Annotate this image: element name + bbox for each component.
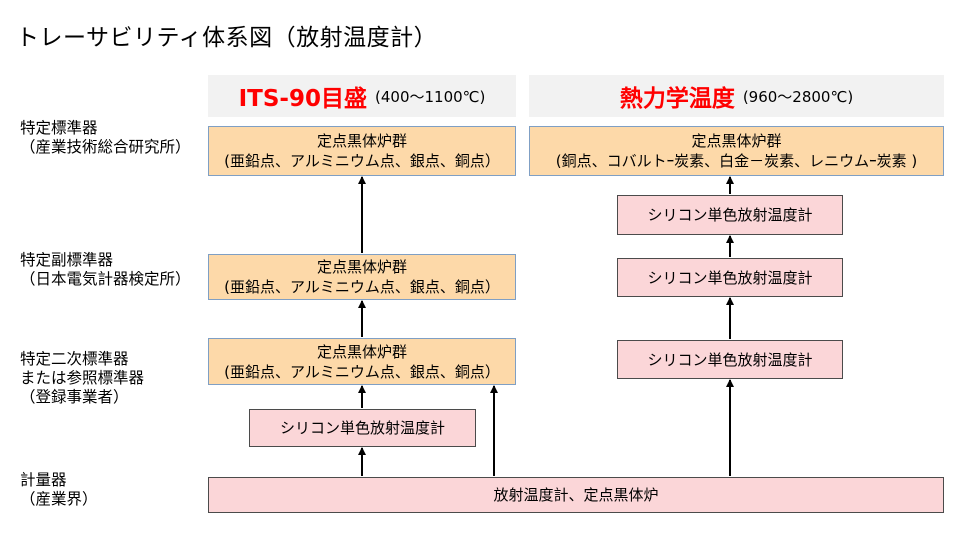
box-subtitle: (亜鉛点、アルミニウム点、銀点、銅点） [224, 278, 500, 296]
level-label-line: （登録事業者） [20, 388, 129, 406]
box-title: 定点黒体炉群 [691, 132, 782, 150]
box-title: シリコン単色放射温度計 [647, 206, 813, 224]
box-title: 定点黒体炉群 [316, 342, 407, 361]
its90-range: (400～1100℃) [375, 87, 486, 106]
thermo-title: 熱力学温度 [619, 86, 735, 112]
box-subtitle: (亜鉛点、アルミニウム点、銀点、銅点） [224, 362, 500, 381]
level-label-national: 特定標準器 （産業技術総合研究所） [20, 119, 191, 157]
level-label-tertiary: 特定二次標準器 または参照標準器 （登録事業者） [20, 350, 144, 407]
its90-fixed-point-tertiary: 定点黒体炉群 (亜鉛点、アルミニウム点、銀点、銅点） [208, 338, 516, 385]
box-title: 定点黒体炉群 [316, 258, 407, 276]
level-label-line: または参照標準器 [20, 369, 145, 387]
thermo-thermometer-secondary: シリコン単色放射温度計 [617, 258, 843, 297]
box-subtitle: (銅点、コバルトｰ炭素、白金－炭素、レニウムｰ炭素 ) [555, 152, 918, 170]
thermo-thermometer-tertiary: シリコン単色放射温度計 [617, 340, 843, 379]
its90-title: ITS-90目盛 [238, 86, 367, 112]
level-label-line: （産業技術総合研究所） [20, 138, 191, 156]
its90-fixed-point-secondary: 定点黒体炉群 (亜鉛点、アルミニウム点、銀点、銅点） [208, 254, 516, 300]
level-label-line: （日本電気計器検定所） [20, 270, 191, 288]
box-subtitle: (亜鉛点、アルミニウム点、銀点、銅点） [224, 152, 500, 170]
level-label-line: 計量器 [20, 471, 67, 489]
level-label-line: （産業界） [20, 490, 98, 508]
level-label-line: 特定二次標準器 [20, 350, 129, 368]
thermo-thermometer-national: シリコン単色放射温度計 [617, 195, 843, 235]
thermo-range: (960～2800℃) [742, 87, 854, 106]
level-label-line: 特定副標準器 [20, 251, 114, 269]
its90-fixed-point-national: 定点黒体炉群 (亜鉛点、アルミニウム点、銀点、銅点） [208, 126, 516, 176]
box-title: 定点黒体炉群 [316, 132, 407, 150]
its90-thermometer-tertiary: シリコン単色放射温度計 [249, 409, 476, 447]
page-title: トレーサビリティ体系図（放射温度計） [16, 25, 438, 51]
thermo-header: 熱力学温度 (960～2800℃) [529, 75, 944, 117]
instruments-box: 放射温度計、定点黒体炉 [208, 477, 944, 513]
its90-header: ITS-90目盛 (400～1100℃) [208, 75, 516, 117]
box-title: シリコン単色放射温度計 [279, 419, 445, 437]
box-title: 放射温度計、定点黒体炉 [493, 486, 659, 504]
level-label-instruments: 計量器 （産業界） [20, 471, 98, 509]
box-title: シリコン単色放射温度計 [647, 350, 813, 369]
thermo-fixed-point-national: 定点黒体炉群 (銅点、コバルトｰ炭素、白金－炭素、レニウムｰ炭素 ) [529, 126, 944, 176]
box-title: シリコン単色放射温度計 [647, 268, 813, 287]
level-label-secondary: 特定副標準器 （日本電気計器検定所） [20, 251, 191, 289]
level-label-line: 特定標準器 [20, 119, 98, 137]
